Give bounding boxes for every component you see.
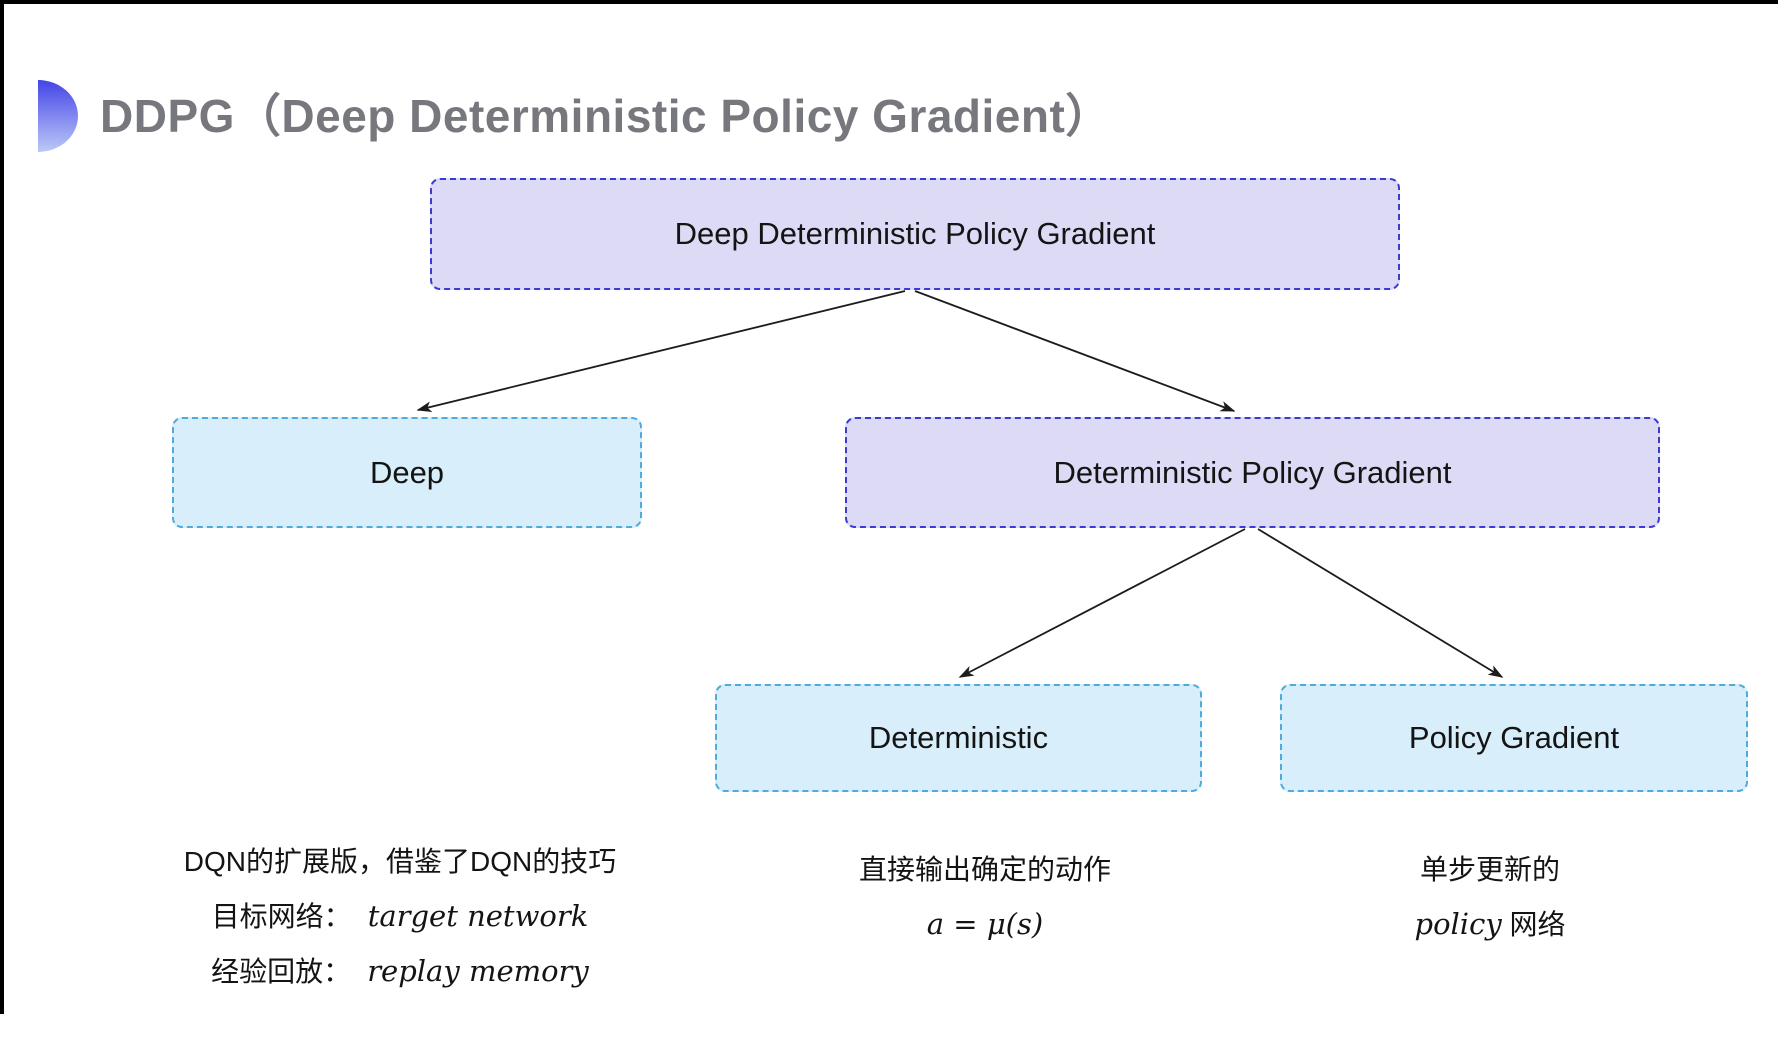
annotation-line: DQN的扩展版，借鉴了DQN的技巧 bbox=[183, 846, 617, 877]
annotation-line: 直接输出确定的动作 bbox=[858, 854, 1111, 885]
annotation-term: target network bbox=[367, 899, 589, 933]
annotation-suffix: 网络 bbox=[1501, 909, 1566, 940]
annotation-line: 经验回放： replay memory bbox=[130, 951, 670, 992]
frame-left-line bbox=[0, 0, 4, 1014]
annotation-term: policy bbox=[1414, 907, 1502, 941]
node-deterministic: Deterministic bbox=[715, 684, 1202, 792]
annotation-deep: DQN的扩展版，借鉴了DQN的技巧 目标网络： target network 经验… bbox=[130, 842, 670, 992]
annotation-formula: a = μ(s) bbox=[926, 907, 1044, 941]
node-label: Deterministic Policy Gradient bbox=[1053, 454, 1452, 490]
arrow-root-to-deep bbox=[416, 290, 906, 413]
annotation-label: 经验回放： bbox=[211, 956, 352, 987]
node-label: Policy Gradient bbox=[1408, 720, 1620, 755]
node-policy-gradient: Policy Gradient bbox=[1280, 684, 1748, 792]
annotation-term: replay memory bbox=[367, 954, 589, 988]
annotation-label: 目标网络： bbox=[211, 901, 352, 932]
annotation-line: policy 网络 bbox=[1290, 904, 1690, 945]
page-title: DDPG（Deep Deterministic Policy Gradient） bbox=[100, 90, 1112, 142]
annotation-line: 单步更新的 bbox=[1419, 854, 1560, 885]
node-label: Deep bbox=[369, 454, 445, 490]
annotation-policy-gradient: 单步更新的 policy 网络 bbox=[1290, 850, 1690, 945]
node-deep: Deep bbox=[172, 417, 642, 528]
node-label: Deep Deterministic Policy Gradient bbox=[674, 216, 1156, 251]
arrow-root-to-dpg bbox=[914, 290, 1236, 412]
frame-top-line bbox=[0, 0, 1778, 4]
arrow-dpg-to-deterministic bbox=[958, 528, 1246, 678]
node-label: Deterministic bbox=[868, 720, 1049, 755]
node-deterministic-policy-gradient: Deterministic Policy Gradient bbox=[845, 417, 1660, 528]
arrow-dpg-to-policy-gradient bbox=[1257, 528, 1504, 678]
annotation-line: 目标网络： target network bbox=[130, 896, 670, 937]
accent-bullet-icon bbox=[38, 80, 78, 152]
annotation-deterministic: 直接输出确定的动作 a = μ(s) bbox=[785, 850, 1185, 944]
node-deep-deterministic-policy-gradient: Deep Deterministic Policy Gradient bbox=[430, 178, 1400, 290]
